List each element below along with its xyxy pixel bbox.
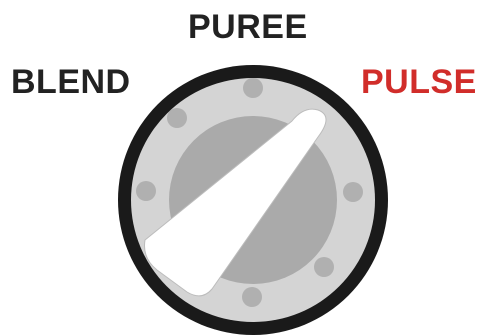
- indicator-dot: [242, 287, 262, 307]
- indicator-dot: [243, 78, 263, 98]
- indicator-dot: [136, 181, 156, 201]
- indicator-dot: [343, 182, 363, 202]
- indicator-dot: [167, 108, 187, 128]
- indicator-dot: [314, 257, 334, 277]
